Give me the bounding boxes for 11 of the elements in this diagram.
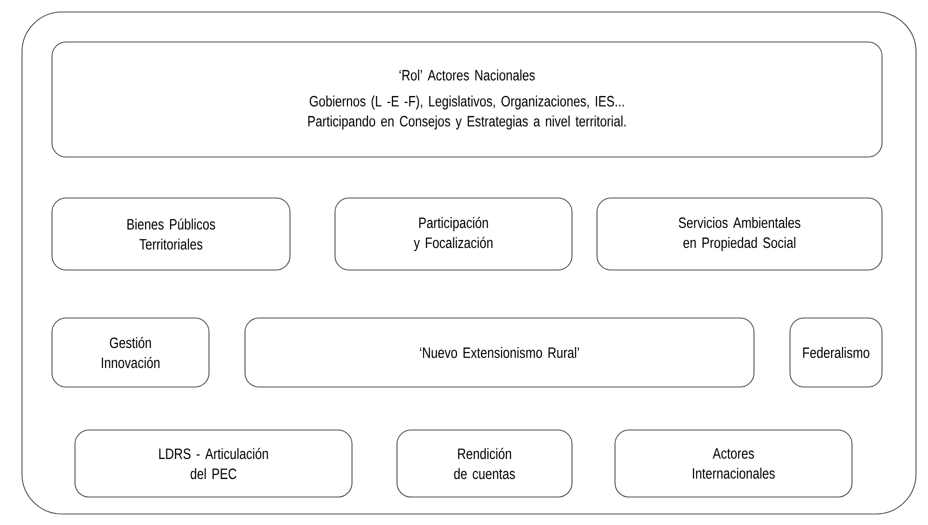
text-box: Actores Internacionales — [614, 430, 852, 498]
text-box: Bienes Públicos Territoriales — [52, 198, 290, 270]
text-box: ‘Rol’ Actores Nacionales Gobiernos (L -E -F), Legislativos, Organizaciones, IES... Participando en Consejos y Estrategias a nivel territorial. — [52, 42, 882, 158]
text-box: ‘Nuevo Extensionismo Rural’ — [244, 318, 754, 388]
text-box: Federalismo — [790, 318, 882, 388]
frame-box — [22, 12, 916, 514]
text-box: LDRS - Articulación del PEC — [74, 430, 352, 498]
text-box: Gestión Innovación — [52, 318, 210, 388]
text-box: Servicios Ambientales en Propiedad Social — [596, 198, 882, 270]
text-box: Participación y Focalización — [334, 198, 572, 270]
text-box: Rendición de cuentas — [396, 430, 572, 498]
